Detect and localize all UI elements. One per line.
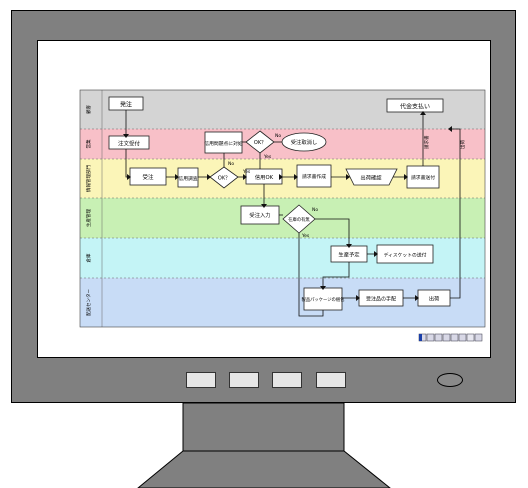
credit-ok-label: 信用OK [255, 173, 274, 181]
ok2-label: OK？ [218, 176, 230, 182]
shipment-label: 出荷 [429, 295, 440, 303]
credit-target-node [204, 131, 243, 154]
cancel-label: 受注取消し [291, 138, 318, 146]
edge-label-no: No [228, 161, 234, 167]
payment-node [386, 98, 444, 113]
accept-order-label: 注文受付 [118, 140, 141, 148]
view-outline-icon[interactable] [426, 333, 435, 342]
swimlane-label: 情報管理部門 [85, 165, 92, 192]
power-button[interactable] [437, 373, 463, 387]
view-sorter-icon[interactable] [442, 333, 451, 342]
order-input-label: 受注入力 [249, 211, 270, 219]
production-plan-label: 生産予定 [338, 251, 360, 259]
toolbar-accent [419, 334, 422, 341]
ok1-label: OK？ [254, 140, 266, 146]
payment-label: 代金支払い [400, 103, 430, 111]
stock-check-label: 在庫の有無 [288, 216, 310, 223]
credit-target-label: 信用問題点に対処 [204, 140, 243, 147]
edge-label-shipment: 出荷 [459, 140, 466, 149]
edge-label-invoice: 請求書 [423, 135, 430, 149]
invoice-create-node [296, 164, 332, 188]
edge-label-yes-stock: Yes [301, 233, 310, 239]
ship-confirm-label: 出荷確認 [360, 174, 382, 182]
ok2-decision [209, 166, 239, 189]
edge-label-no-stock: No [312, 207, 318, 213]
pen-icon[interactable] [466, 333, 475, 342]
arrowheads [123, 111, 452, 301]
package-label: 製品パッケージの梱包 [302, 296, 346, 303]
flow-edges [125, 110, 461, 317]
diagram-frame [79, 89, 486, 328]
swimlane-label: 配送センター [85, 289, 92, 316]
accept-order-node [108, 135, 150, 150]
invoice-send-label: 請求書送付 [411, 174, 435, 181]
monitor-button-2[interactable] [229, 372, 259, 388]
ship-confirm-node [345, 168, 398, 186]
swimlane-label: 倉庫 [85, 253, 92, 262]
swimlane-label: 生産管理 [85, 209, 92, 227]
edge-label-yes: Yes [242, 169, 251, 175]
monitor-button-4[interactable] [316, 372, 346, 388]
slide-view-toolbar[interactable] [418, 333, 483, 342]
swimlane-5 [80, 278, 485, 327]
edge-label-yes-top: Yes [263, 154, 272, 160]
monitor-screen: 顧客営業情報管理部門生産管理倉庫配送センター 発注 代金支払い 注文受付 信用問… [37, 40, 491, 358]
arrange-label: 受注品の手配 [366, 296, 396, 303]
swimlane-3 [80, 198, 485, 238]
swimlane-label: 営業 [85, 139, 92, 148]
edge-label-no-top: No [275, 133, 281, 139]
view-slide-icon[interactable] [434, 333, 443, 342]
view-notes-icon[interactable] [450, 333, 459, 342]
invoice-create-label: 請求書作成 [302, 173, 326, 180]
monitor-button-3[interactable] [272, 372, 302, 388]
credit-check-label: 信用調査 [178, 175, 197, 182]
monitor-button-1[interactable] [186, 372, 216, 388]
view-show-icon[interactable] [458, 333, 467, 342]
order-label: 発注 [120, 101, 132, 109]
swimlane-label: 顧客 [85, 105, 92, 114]
receive-label: 受注 [142, 173, 154, 181]
disk-ship-label: ディスケットの送付 [384, 252, 427, 259]
zoom-icon[interactable] [474, 333, 483, 342]
